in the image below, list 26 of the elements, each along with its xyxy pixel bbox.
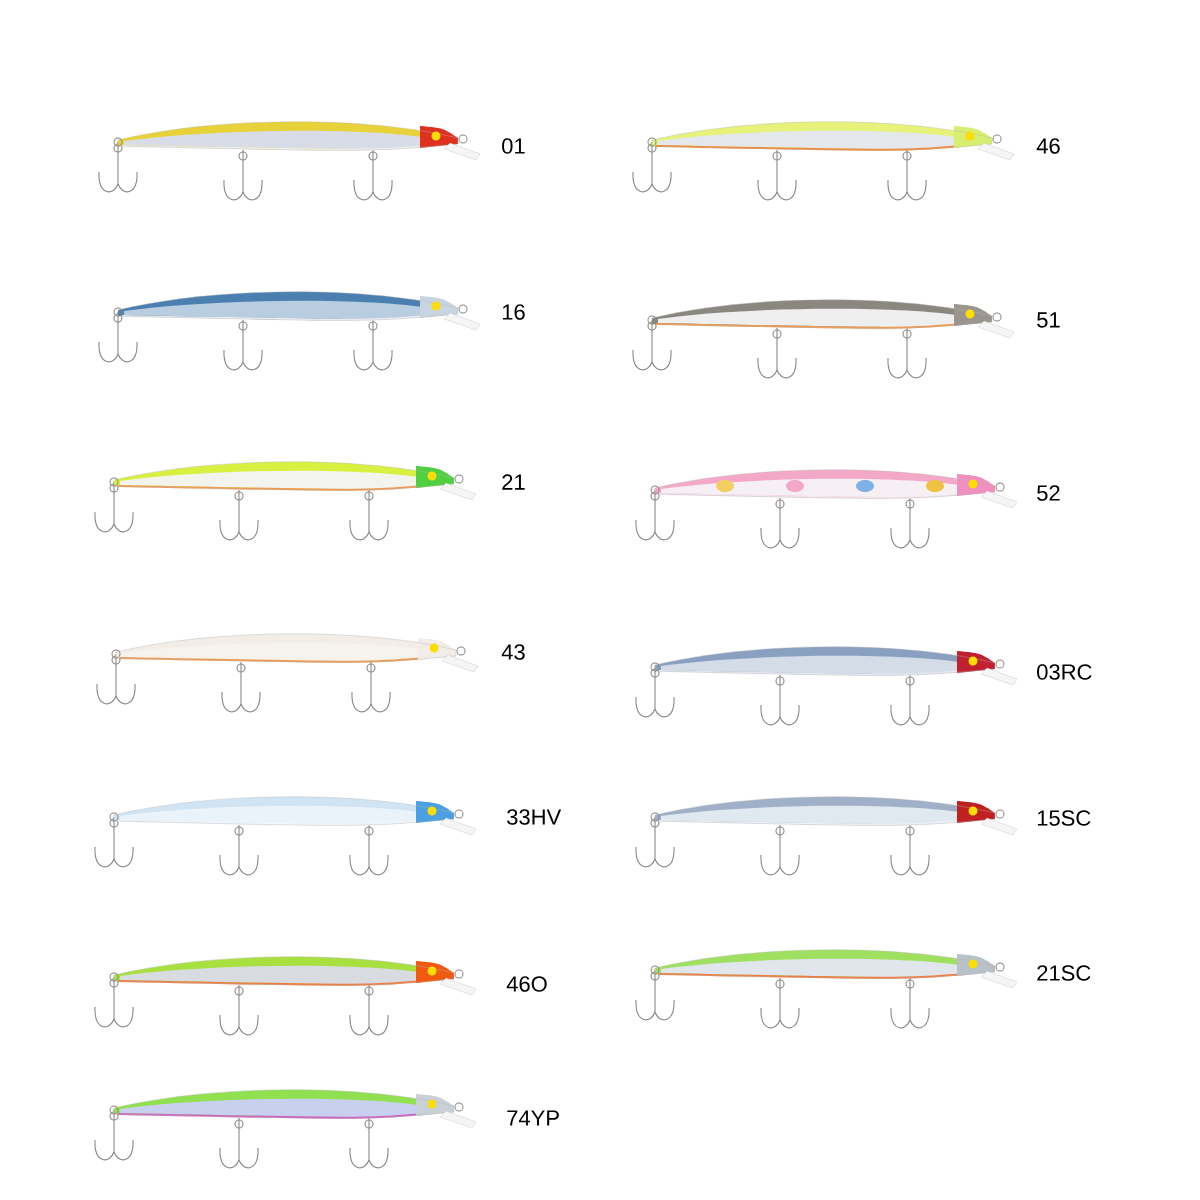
lure-drawing: [635, 796, 1018, 876]
lure-drawing: [635, 469, 1018, 549]
code-label: 33HV: [507, 809, 562, 825]
lure-drawing: [94, 1089, 477, 1169]
lure-drawing: [98, 121, 481, 201]
code-label: 01: [502, 138, 525, 154]
lure-drawing: [96, 633, 479, 713]
lure-drawing: [94, 956, 477, 1036]
code-label: 51: [1037, 312, 1060, 328]
code-label: 21: [502, 474, 525, 490]
lure-drawing: [632, 299, 1015, 379]
lure-drawing: [94, 461, 477, 541]
code-label: 46O: [506, 976, 547, 992]
lure-drawing: [94, 796, 477, 876]
code-label: 21SC: [1037, 965, 1091, 981]
code-label: 52: [1037, 485, 1060, 501]
code-label: 46: [1036, 138, 1060, 154]
code-label: 03RC: [1037, 664, 1092, 680]
lure-drawing: [98, 291, 481, 371]
lure-drawing: [635, 949, 1018, 1029]
lure-drawing: [635, 646, 1018, 726]
code-label: 16: [502, 304, 525, 320]
code-label: 74YP: [507, 1110, 559, 1126]
code-label: 15SC: [1037, 810, 1091, 826]
code-label: 43: [501, 644, 525, 660]
lure-drawing: [632, 121, 1015, 201]
